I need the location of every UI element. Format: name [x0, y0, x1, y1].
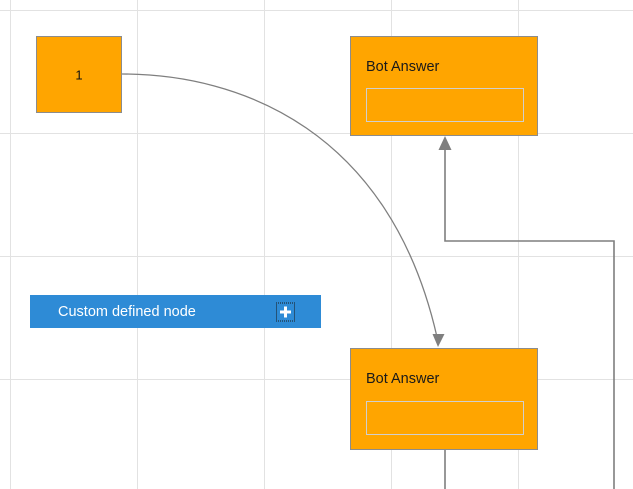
plus-icon-vertical-bar — [284, 306, 287, 317]
custom-defined-node-label: Custom defined node — [58, 303, 196, 320]
node-bot-answer-bottom-title: Bot Answer — [366, 371, 440, 387]
node-start-label: 1 — [75, 67, 83, 82]
edge-bot2-to-bot1-arrowhead — [438, 136, 452, 150]
edge-bot2-to-bot1[interactable] — [438, 136, 615, 489]
edge-start-to-bot2-arrowhead — [432, 334, 445, 347]
node-bot-answer-top-slot[interactable] — [366, 88, 524, 122]
node-bot-answer-top[interactable]: Bot Answer — [350, 36, 538, 136]
node-bot-answer-top-title: Bot Answer — [366, 59, 440, 75]
custom-defined-node-bar[interactable]: Custom defined node — [30, 295, 321, 328]
node-bot-answer-bottom[interactable]: Bot Answer — [350, 348, 538, 450]
edge-start-to-bot2[interactable] — [121, 73, 445, 347]
plus-icon[interactable] — [276, 302, 295, 321]
node-start[interactable]: 1 — [36, 36, 122, 113]
edge-start-to-bot2-path — [121, 73, 438, 338]
node-bot-answer-bottom-slot[interactable] — [366, 401, 524, 435]
edge-bot2-to-bot1-path — [444, 149, 615, 489]
